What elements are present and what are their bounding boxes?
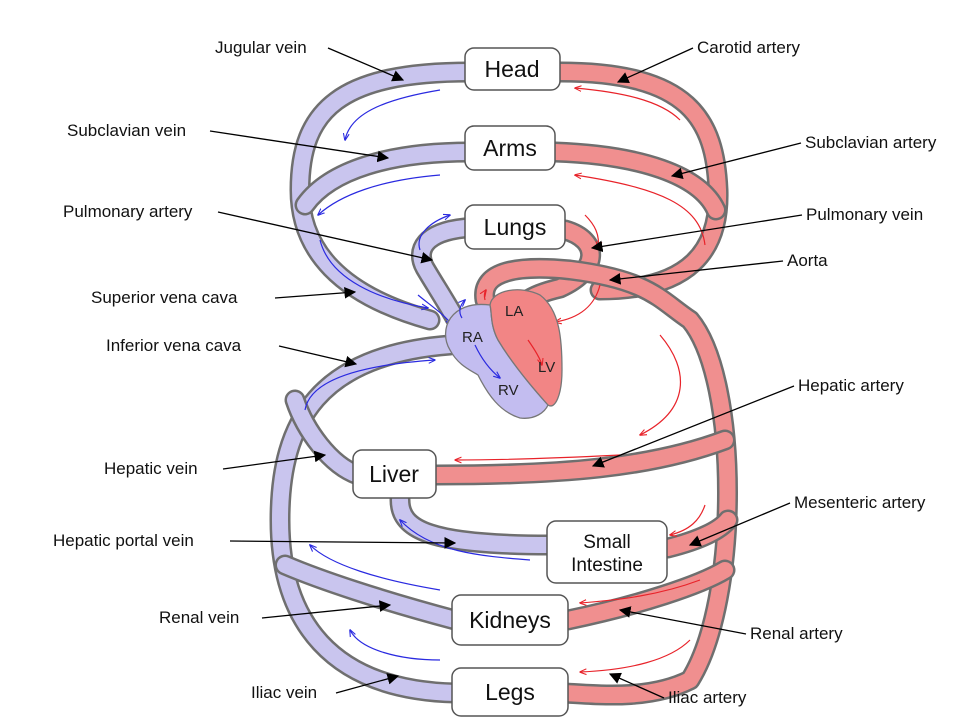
leader-mesenteric-artery (688, 502, 791, 547)
heart-label-ra: RA (462, 329, 483, 346)
organ-small-intestine-label-2: Intestine (571, 555, 643, 576)
heart-label-la: LA (505, 303, 523, 320)
leader-pulmonary-vein (590, 214, 803, 253)
organ-small-intestine-label-1: Small (583, 532, 631, 553)
organ-head-label: Head (485, 56, 540, 82)
organ-legs-label: Legs (485, 679, 535, 705)
label-renal-vein: Renal vein (159, 608, 239, 627)
leader-iliac-vein (335, 673, 400, 694)
organ-kidneys: Kidneys (451, 594, 569, 646)
leader-hepatic-vein (222, 450, 327, 470)
label-superior-vena-cava: Superior vena cava (91, 288, 238, 307)
leader-renal-vein (261, 600, 392, 619)
label-pulmonary-artery: Pulmonary artery (63, 202, 193, 221)
label-hepatic-vein: Hepatic vein (104, 459, 198, 478)
leader-subclavian-artery (670, 142, 802, 180)
leader-superior-vena-cava (274, 286, 357, 299)
organ-arms-label: Arms (483, 135, 537, 161)
organ-head: Head (464, 47, 561, 91)
label-jugular-vein: Jugular vein (215, 38, 307, 57)
callout-labels: Jugular vein Carotid artery Subclavian v… (53, 38, 937, 707)
leader-renal-artery (618, 606, 747, 635)
arteries (425, 61, 739, 706)
leader-subclavian-vein (209, 130, 390, 163)
leader-inferior-vena-cava (278, 345, 358, 368)
leader-hepatic-portal-vein (229, 537, 457, 549)
label-subclavian-vein: Subclavian vein (67, 121, 186, 140)
label-mesenteric-artery: Mesenteric artery (794, 493, 926, 512)
label-renal-artery: Renal artery (750, 624, 843, 643)
label-pulmonary-vein: Pulmonary vein (806, 205, 923, 224)
leader-pulmonary-artery (217, 211, 434, 264)
label-aorta: Aorta (787, 251, 828, 270)
organ-boxes: Head Arms Lungs Liver Small Intestine Ki… (352, 47, 668, 717)
label-hepatic-portal-vein: Hepatic portal vein (53, 531, 194, 550)
organ-liver: Liver (352, 449, 437, 499)
organ-small-intestine: Small Intestine (546, 520, 668, 584)
leader-jugular-vein (327, 47, 405, 82)
organ-kidneys-label: Kidneys (469, 607, 551, 633)
label-subclavian-artery: Subclavian artery (805, 133, 937, 152)
label-iliac-vein: Iliac vein (251, 683, 317, 702)
veins (269, 61, 561, 704)
organ-liver-label: Liver (369, 461, 419, 487)
label-iliac-artery: Iliac artery (668, 688, 747, 707)
leader-aorta (608, 260, 784, 285)
leader-iliac-artery (608, 672, 665, 699)
organ-lungs: Lungs (464, 204, 566, 250)
heart-label-lv: LV (538, 359, 555, 376)
leader-carotid-artery (616, 47, 694, 83)
label-carotid-artery: Carotid artery (697, 38, 800, 57)
heart: RA LA RV LV (445, 289, 563, 419)
blood-flow-arrows (304, 88, 706, 672)
heart-label-rv: RV (498, 382, 519, 399)
label-hepatic-artery: Hepatic artery (798, 376, 904, 395)
organ-legs: Legs (451, 667, 569, 717)
label-inferior-vena-cava: Inferior vena cava (106, 336, 242, 355)
leader-hepatic-artery (591, 385, 795, 468)
organ-lungs-label: Lungs (484, 214, 547, 240)
organ-arms: Arms (464, 125, 556, 171)
heart-left-side (489, 289, 563, 407)
